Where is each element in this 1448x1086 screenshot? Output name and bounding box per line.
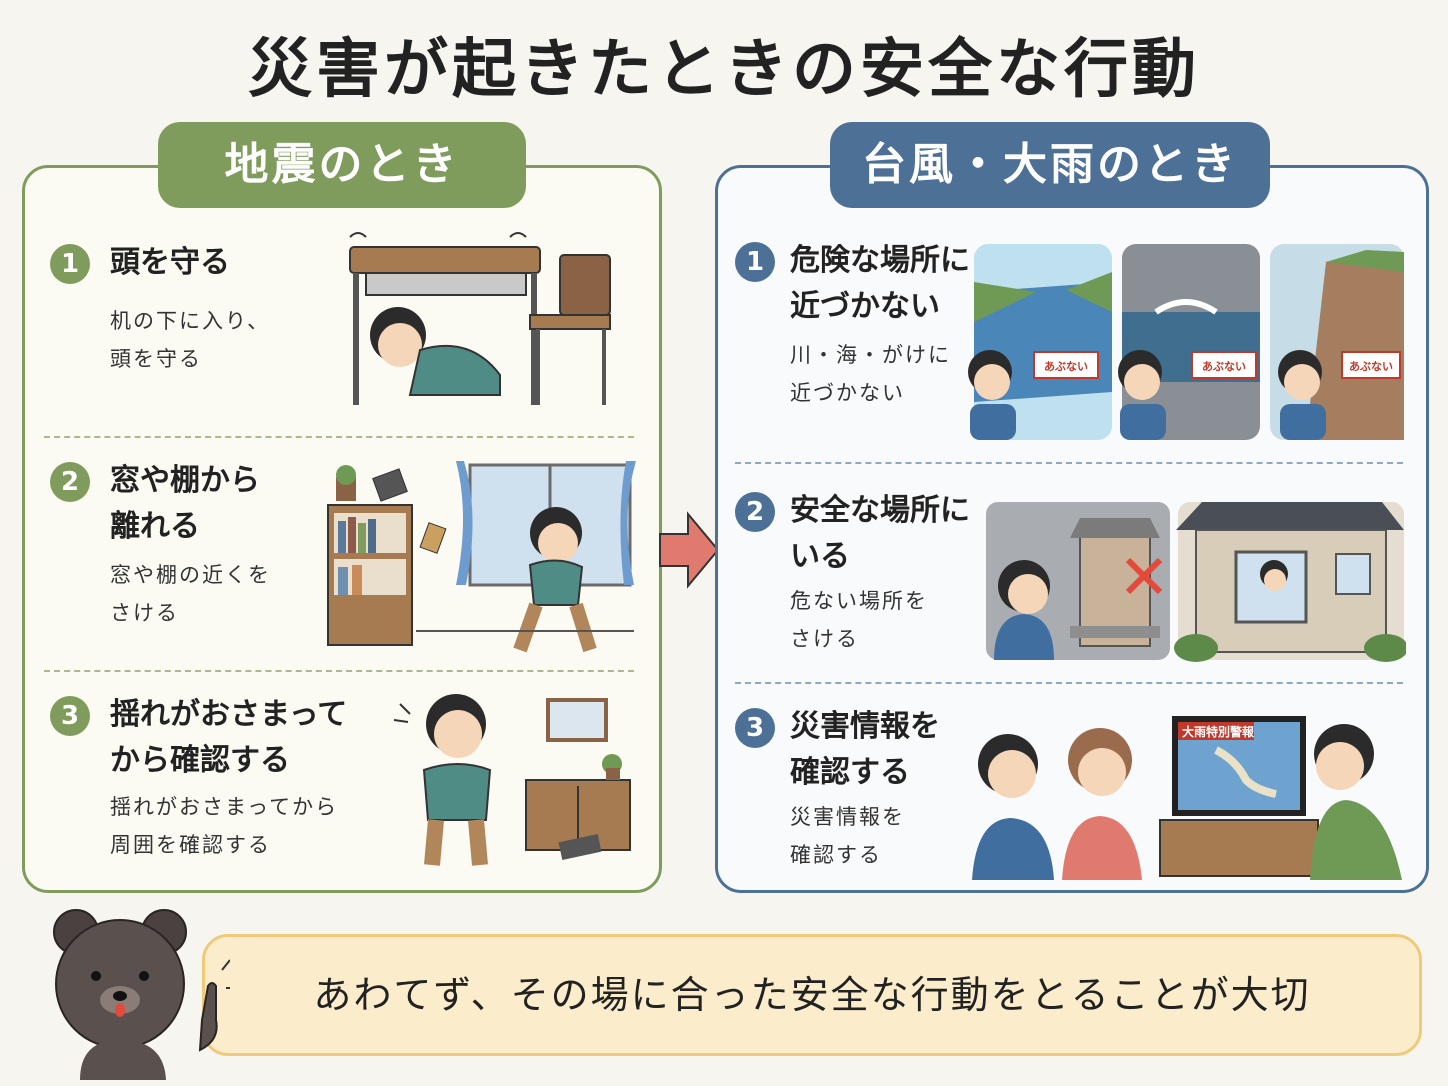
step-number: 2 bbox=[735, 492, 775, 532]
page-title: 災害が起きたときの安全な行動 bbox=[248, 33, 1200, 107]
divider bbox=[44, 436, 634, 438]
step-heading: 頭を守る bbox=[110, 245, 230, 280]
svg-text:あぶない: あぶない bbox=[1202, 360, 1246, 373]
svg-text:あぶない: あぶない bbox=[1044, 360, 1088, 373]
step-heading: 安全な場所に いる bbox=[790, 493, 970, 574]
house-icon bbox=[986, 502, 1406, 662]
step-description: 川・海・がけに 近づかない bbox=[790, 343, 951, 405]
bear-icon bbox=[53, 909, 230, 1080]
step-heading: 揺れがおさまって から確認する bbox=[110, 697, 348, 778]
step-description: 机の下に入り、 頭を守る bbox=[110, 309, 271, 371]
bottom-message: あわてず、その場に合った安全な行動をとることが大切 bbox=[313, 973, 1311, 1017]
room-after-quake-icon bbox=[393, 694, 631, 866]
desk-icon bbox=[349, 232, 611, 405]
step-heading: 災害情報を 確認する bbox=[790, 709, 940, 790]
storm-tab: 台風・大雨のとき bbox=[830, 122, 1270, 208]
step-number: 2 bbox=[50, 462, 90, 502]
step-heading: 危険な場所に 近づかない bbox=[790, 243, 970, 324]
earthquake-tab: 地震のとき bbox=[158, 122, 526, 208]
svg-text:大雨特別警報: 大雨特別警報 bbox=[1182, 724, 1255, 739]
danger-places-icon: あぶない あぶない あぶない bbox=[968, 244, 1404, 440]
danger-sign: あぶない あぶない あぶない bbox=[1033, 351, 1401, 379]
step-number: 1 bbox=[735, 242, 775, 282]
step-description: 危ない場所を さける bbox=[790, 589, 928, 651]
tv-icon: 大雨特別警報 bbox=[972, 716, 1402, 880]
step-description: 揺れがおさまってから 周囲を確認する bbox=[110, 795, 339, 857]
step-number: 3 bbox=[735, 708, 775, 748]
bookshelf-icon bbox=[327, 461, 636, 653]
step-heading: 窓や棚から 離れる bbox=[110, 463, 260, 544]
step-description: 災害情報を 確認する bbox=[790, 805, 905, 867]
arrow-right-icon bbox=[659, 511, 720, 589]
divider bbox=[44, 670, 634, 672]
divider bbox=[735, 462, 1403, 464]
step-number: 1 bbox=[50, 244, 90, 284]
divider bbox=[735, 682, 1403, 684]
step-number: 3 bbox=[50, 696, 90, 736]
step-description: 窓や棚の近くを さける bbox=[110, 563, 271, 625]
message-box: あわてず、その場に合った安全な行動をとることが大切 bbox=[202, 934, 1422, 1056]
svg-text:あぶない: あぶない bbox=[1349, 360, 1393, 373]
